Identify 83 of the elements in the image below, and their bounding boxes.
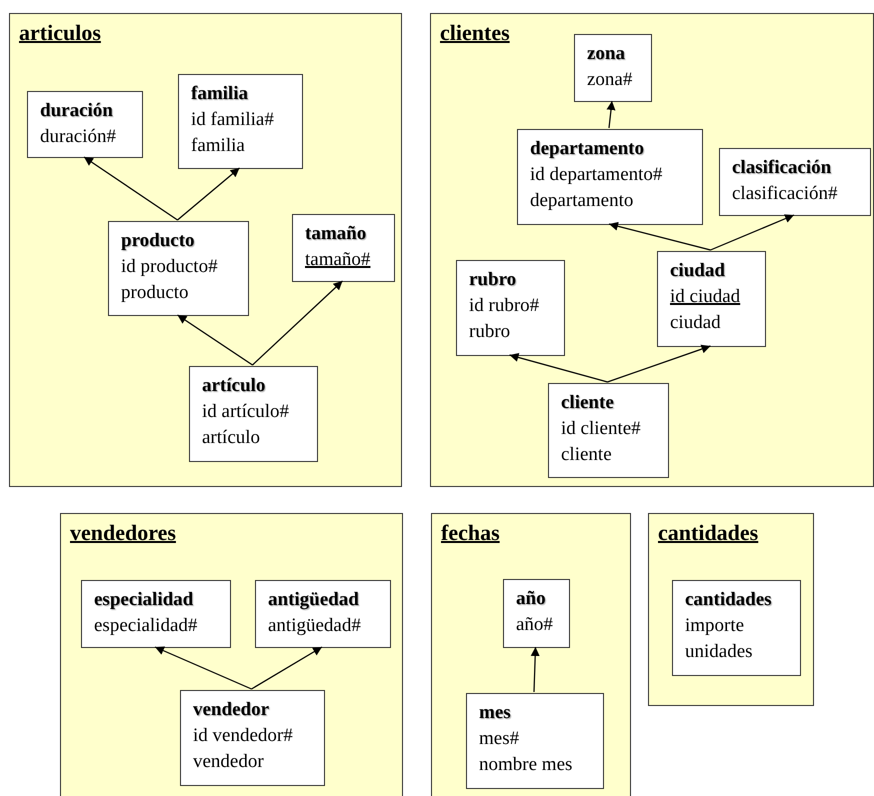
- entity-name: año: [516, 587, 546, 611]
- arrow: [84, 156, 178, 220]
- arrow: [251, 646, 322, 690]
- entity-name: departamento: [530, 137, 644, 161]
- entity-box: [517, 129, 703, 225]
- attribute-text: familia: [191, 134, 245, 158]
- entity-box: [574, 34, 652, 102]
- arrow: [710, 214, 794, 251]
- arrow: [607, 344, 711, 383]
- entity-name: duración: [40, 99, 113, 123]
- attribute-text: mes#: [479, 727, 520, 751]
- entity-name: clasificación: [732, 156, 832, 180]
- entity-box: [292, 214, 395, 282]
- entity-name: mes: [479, 701, 511, 725]
- attribute-text: id cliente#: [561, 417, 641, 441]
- arrow: [177, 168, 240, 220]
- attribute-text: departamento: [530, 189, 634, 213]
- entity-name: cliente: [561, 391, 614, 415]
- group-title: clientes: [440, 20, 510, 46]
- entity-name: tamaño: [305, 222, 366, 246]
- arrow: [509, 353, 608, 383]
- entity-name: producto: [121, 229, 195, 253]
- group-panel: [9, 13, 402, 487]
- entity-box: [719, 148, 871, 216]
- attribute-text: id vendedor#: [193, 724, 293, 748]
- group-panel: [430, 13, 874, 487]
- entity-box: [189, 366, 318, 462]
- attribute-text: antigüedad#: [268, 614, 361, 638]
- group-panel: [648, 513, 814, 706]
- entity-box: [466, 693, 604, 789]
- entity-box: [81, 580, 231, 648]
- arrow: [608, 222, 711, 251]
- arrow: [252, 280, 343, 366]
- entity-box: [178, 74, 303, 169]
- entity-name: antigüedad: [268, 588, 359, 612]
- attribute-text: id artículo#: [202, 400, 290, 424]
- attribute-text: rubro: [469, 320, 510, 344]
- entity-box: [180, 690, 325, 786]
- arrow: [530, 646, 540, 692]
- entity-name: zona: [587, 42, 625, 66]
- entity-box: [672, 580, 801, 676]
- entity-box: [657, 251, 766, 347]
- attribute-text: año#: [516, 613, 553, 637]
- group-panel: [60, 513, 403, 796]
- attribute-text: tamaño#: [305, 248, 370, 272]
- entity-name: especialidad: [94, 588, 194, 612]
- group-title: cantidades: [658, 520, 758, 546]
- group-panel: [431, 513, 631, 796]
- group-title: fechas: [441, 520, 500, 546]
- entity-box: [548, 383, 669, 478]
- attribute-text: vendedor: [193, 750, 264, 774]
- entity-box: [503, 579, 570, 648]
- arrow: [177, 314, 253, 366]
- entity-box: [255, 580, 391, 648]
- arrow: [154, 646, 252, 690]
- entity-name: artículo: [202, 374, 266, 398]
- attribute-text: zona#: [587, 68, 632, 92]
- entity-name: familia: [191, 82, 248, 106]
- attribute-text: id familia#: [191, 108, 274, 132]
- attribute-text: duración#: [40, 125, 116, 149]
- attribute-text: id rubro#: [469, 294, 540, 318]
- arrow: [606, 100, 616, 128]
- attribute-text: id ciudad: [670, 285, 740, 309]
- attribute-text: importe: [685, 614, 744, 638]
- attribute-text: especialidad#: [94, 614, 198, 638]
- entity-name: vendedor: [193, 698, 269, 722]
- entity-name: cantidades: [685, 588, 772, 612]
- group-title: articulos: [19, 20, 101, 46]
- attribute-text: producto: [121, 281, 189, 305]
- entity-box: [108, 221, 249, 316]
- attribute-text: ciudad: [670, 311, 721, 335]
- entity-name: rubro: [469, 268, 516, 292]
- attribute-text: id producto#: [121, 255, 218, 279]
- attribute-text: artículo: [202, 426, 260, 450]
- group-title: vendedores: [70, 520, 176, 546]
- attribute-text: nombre mes: [479, 753, 572, 777]
- entity-box: [27, 91, 143, 158]
- attribute-text: clasificación#: [732, 182, 838, 206]
- entity-box: [456, 260, 565, 356]
- attribute-text: unidades: [685, 640, 753, 664]
- attribute-text: id departamento#: [530, 163, 662, 187]
- attribute-text: cliente: [561, 443, 612, 467]
- entity-name: ciudad: [670, 259, 725, 283]
